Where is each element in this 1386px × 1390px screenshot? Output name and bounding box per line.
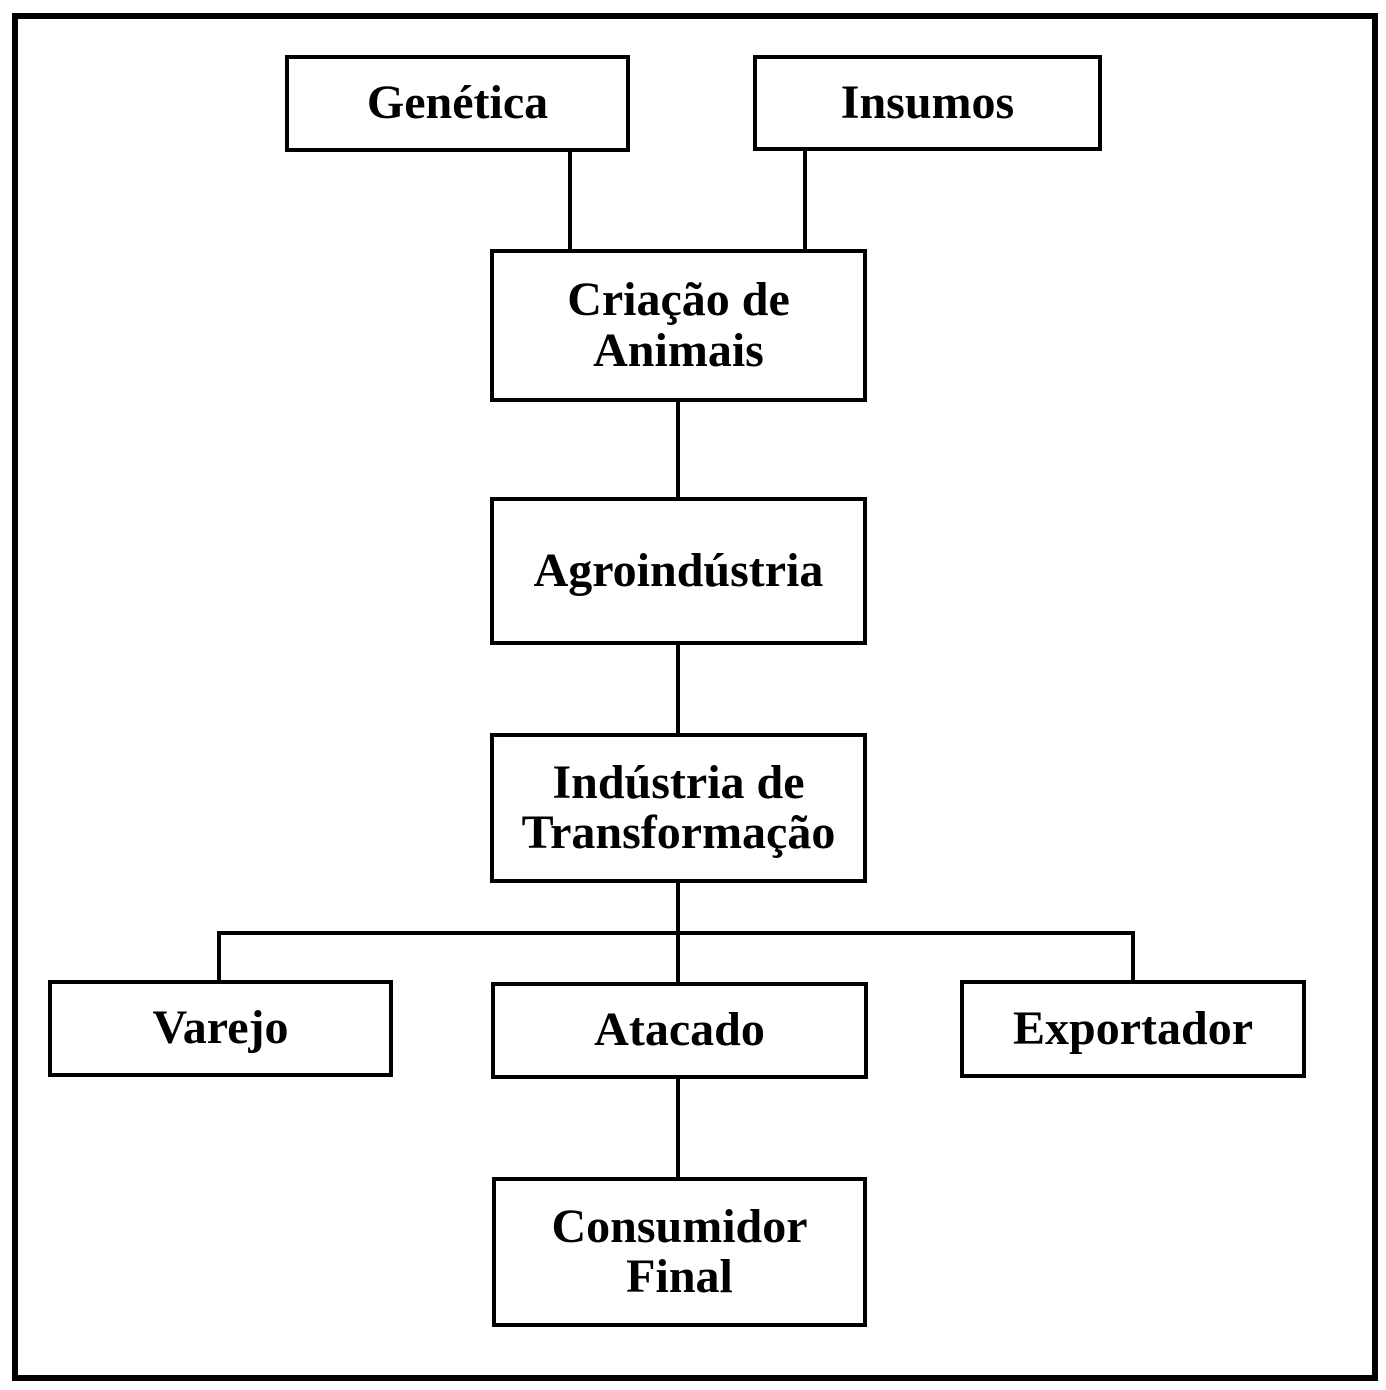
node-criacao-de-animais: Criação de Animais	[490, 249, 867, 402]
edge-criacao-to-agroindustria	[676, 400, 680, 500]
node-industria-de-transformacao: Indústria de Transformação	[490, 733, 867, 883]
edge-genetica-to-criacao	[568, 150, 572, 252]
node-exportador: Exportador	[960, 980, 1306, 1078]
edge-bus-to-exportador	[1131, 931, 1135, 983]
edge-insumos-to-criacao	[803, 150, 807, 252]
node-consumidor-final: Consumidor Final	[492, 1177, 867, 1327]
outer-border	[12, 13, 1378, 1381]
node-criacao-de-animais-label: Criação de Animais	[567, 273, 790, 377]
node-insumos: Insumos	[753, 55, 1102, 151]
node-agroindustria: Agroindústria	[490, 497, 867, 645]
node-insumos-label: Insumos	[840, 75, 1015, 129]
edge-agroindustria-to-industria	[676, 643, 680, 738]
node-industria-de-transformacao-label: Indústria de Transformação	[521, 755, 836, 859]
node-genetica: Genética	[285, 55, 630, 152]
node-consumidor-final-label: Consumidor Final	[551, 1199, 808, 1303]
node-agroindustria-label: Agroindústria	[533, 543, 824, 597]
edge-bus-to-varejo	[217, 931, 221, 983]
node-atacado-label: Atacado	[594, 1003, 765, 1057]
edge-branch-bus	[217, 931, 1135, 935]
node-varejo: Varejo	[48, 980, 393, 1077]
node-atacado: Atacado	[491, 982, 868, 1079]
node-genetica-label: Genética	[366, 76, 549, 130]
node-varejo-label: Varejo	[152, 1001, 289, 1055]
edge-atacado-to-consumidor	[676, 1077, 680, 1180]
node-exportador-label: Exportador	[1013, 1001, 1253, 1055]
